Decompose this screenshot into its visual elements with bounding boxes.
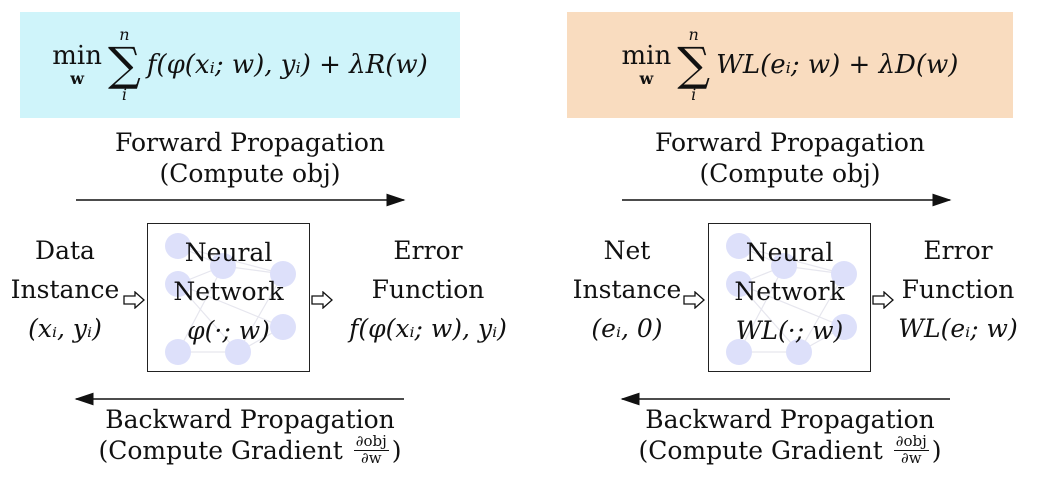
wl-panel: min w n ∑ i WL(eᵢ; w) + λD(w) Forward Pr… xyxy=(520,0,1040,487)
neural-network-box: Neural Network φ(·; w) xyxy=(147,223,310,372)
neural-network-box: Neural Network WL(·; w) xyxy=(708,223,871,372)
min-operator: min w xyxy=(621,41,672,88)
forward-propagation-label: Forward Propagation (Compute obj) xyxy=(114,128,386,188)
output-arrow-icon xyxy=(872,291,894,309)
network-graph-icon xyxy=(165,233,296,365)
flow-arrows xyxy=(620,193,952,406)
objective-term: WL(eᵢ; w) + λD(w) xyxy=(716,50,959,80)
sum-operator: n ∑ i xyxy=(107,25,141,104)
objective-term: f(φ(xᵢ; w), yᵢ) + λR(w) xyxy=(146,50,428,80)
forward-propagation-label: Forward Propagation (Compute obj) xyxy=(654,128,926,188)
output-label: Error Function f(φ(xᵢ; w), yᵢ) xyxy=(349,236,507,343)
input-arrow-icon xyxy=(683,291,705,309)
output-arrow-icon xyxy=(311,291,333,309)
backward-propagation-label: Backward Propagation (Compute Gradient ∂… xyxy=(638,405,942,467)
input-label: Data Instance (xᵢ, yᵢ) xyxy=(10,236,120,343)
input-label: Net Instance (eᵢ, 0) xyxy=(572,236,682,343)
standard-nn-panel: min w n ∑ i f(φ(xᵢ; w), yᵢ) + λR(w) Forw… xyxy=(10,12,507,467)
output-label: Error Function WL(eᵢ; w) xyxy=(898,236,1018,343)
sum-operator: n ∑ i xyxy=(677,25,711,104)
input-arrow-icon xyxy=(123,291,145,309)
min-operator: min w xyxy=(52,41,102,88)
objective-formula: min w n ∑ i f(φ(xᵢ; w), yᵢ) + λR(w) xyxy=(20,12,460,118)
gradient-fraction: ∂obj ∂w xyxy=(353,431,389,467)
objective-formula: min w n ∑ i WL(eᵢ; w) + λD(w) xyxy=(567,12,1013,118)
flow-arrows xyxy=(74,193,406,406)
network-graph-icon xyxy=(726,233,857,365)
backward-propagation-label: Backward Propagation (Compute Gradient ∂… xyxy=(98,405,402,467)
gradient-fraction: ∂obj ∂w xyxy=(893,431,929,467)
